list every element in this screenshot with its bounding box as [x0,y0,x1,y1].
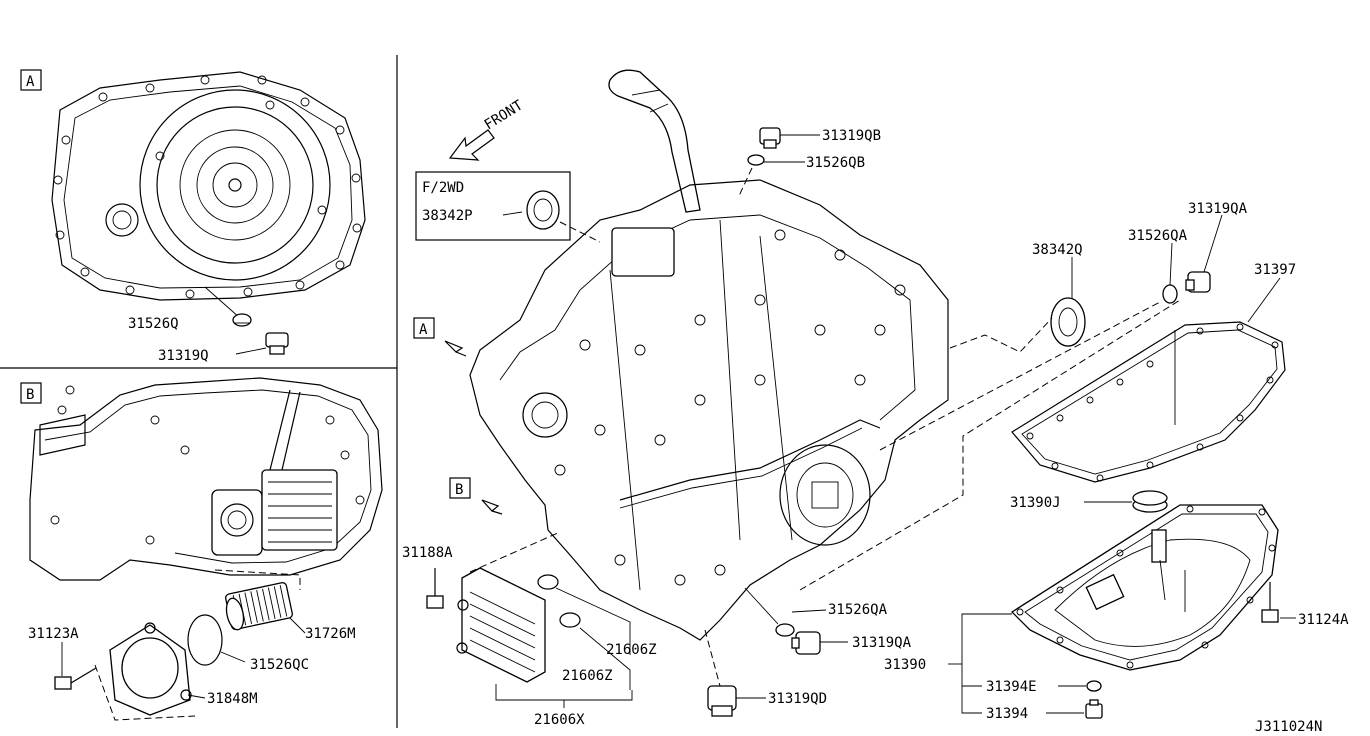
inset-part: 38342P [422,208,473,224]
transmission-body [469,179,949,641]
front-arrow: FRONT [448,97,527,161]
callout-31397: 31397 [1254,262,1296,278]
callout-31726m: 31726M [305,626,356,642]
callout-31394: 31394 [986,706,1028,722]
oil-seal-38342q [1050,297,1086,347]
callout-31319qa-top: 31319QA [1188,201,1248,217]
oil-filter-31726m [225,582,293,631]
callout-31319q: 31319Q [158,348,209,364]
callout-31390j: 31390J [1010,495,1061,511]
section-a-letter: A [26,74,35,90]
washer-31526qb [747,154,765,166]
bolt-31188a [426,568,444,609]
callout-31526qa-top: 31526QA [1128,228,1188,244]
dipstick-tube [608,69,701,213]
main-marker-b: B [455,482,463,498]
callout-21606z-a: 21606Z [606,642,657,658]
plug-31319qd [707,685,737,717]
washer-31526q [232,313,252,327]
callout-31526qc: 31526QC [250,657,309,673]
callout-21606x: 21606X [534,712,585,728]
section-b: B [20,377,383,721]
oil-cooler-21606x [456,567,546,683]
plug-31319qb [759,127,781,149]
plug-31319qa-top [1185,271,1211,293]
callout-31123a: 31123A [28,626,79,642]
diagram-id: J311024N [1255,719,1322,735]
callout-31526qa-bottom: 31526QA [828,602,888,618]
callout-21606z-b: 21606Z [562,668,613,684]
bolt-31123a [54,667,97,690]
section-a: A [20,69,366,364]
washer-31526qa-top [1162,284,1178,304]
washer-31394e [1086,680,1102,692]
plug-31319qa-bottom [791,631,821,655]
gasket-31397 [1011,321,1286,483]
bolt-31124a [1261,582,1279,623]
callout-31124a: 31124A [1298,612,1349,628]
plug-31319q [265,332,289,355]
callout-31526q: 31526Q [128,316,179,332]
inset-title: F/2WD [422,180,464,196]
main-marker-a: A [419,322,428,338]
callout-38342q: 38342Q [1032,242,1083,258]
f2wd-inset: F/2WD 38342P [415,171,601,243]
callout-31848m: 31848M [207,691,258,707]
filter-cover-31848m [94,622,196,721]
callout-31319qa-bottom: 31319QA [852,635,912,651]
callout-31390: 31390 [884,657,926,673]
magnet-31390j [1132,490,1168,513]
callout-31394e: 31394E [986,679,1037,695]
section-b-letter: B [26,387,34,403]
callout-31526qb: 31526QB [806,155,865,171]
washer-31526qa-bottom [775,623,795,637]
callout-31188a: 31188A [402,545,453,561]
oring-31526qc [187,614,223,666]
transmission-side-view [29,377,383,581]
frame [0,55,398,728]
oil-pan-31390 [1010,504,1279,671]
oil-seal-38342p [526,190,560,230]
oring-21606z-a [537,574,559,590]
front-label: FRONT [482,97,527,133]
torque-converter-housing [51,71,366,301]
drain-plug-31394 [1085,699,1103,719]
main-view: FRONT F/2WD 38342P A B [402,69,1349,728]
callout-31319qb: 31319QB [822,128,881,144]
callout-31319qd: 31319QD [768,691,827,707]
oring-21606z-b [559,612,581,628]
